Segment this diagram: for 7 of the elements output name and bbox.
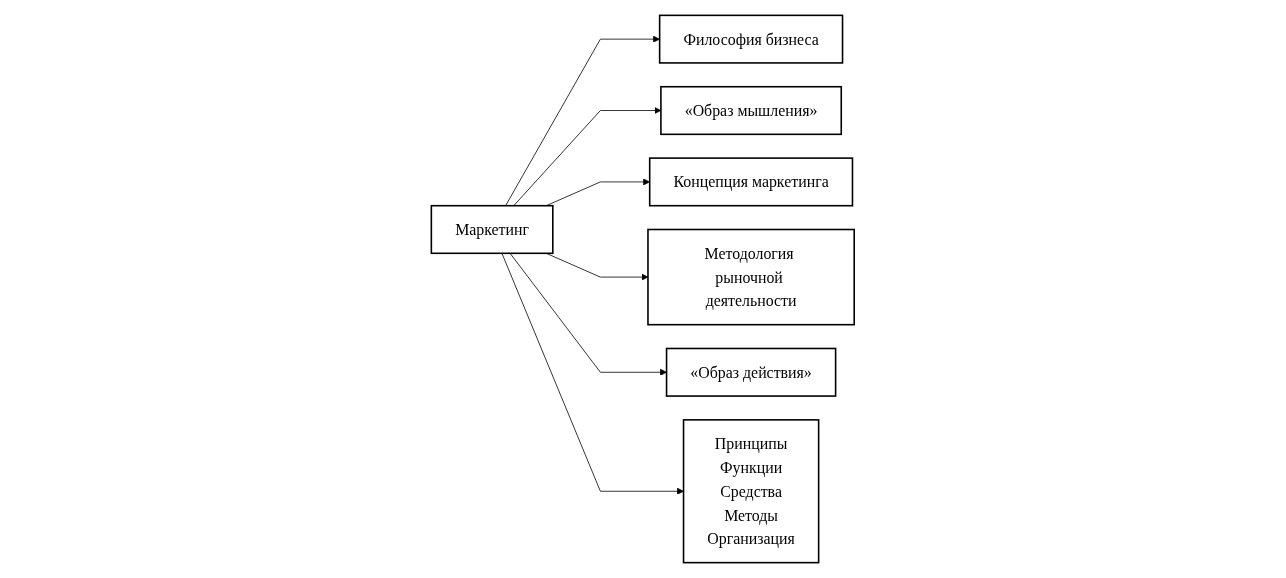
- node-box: Методология рыночной деятельности: [647, 228, 856, 326]
- node-box: «Образ мышления»: [660, 85, 843, 136]
- node-box: Маркетинг: [430, 204, 554, 255]
- node-box: Концепция маркетинга: [649, 157, 854, 207]
- node-box: «Образ действия»: [666, 347, 837, 397]
- node-box: Принципы Функции Средства Методы Организация: [682, 419, 820, 564]
- node-box: Философия бизнеса: [659, 14, 844, 64]
